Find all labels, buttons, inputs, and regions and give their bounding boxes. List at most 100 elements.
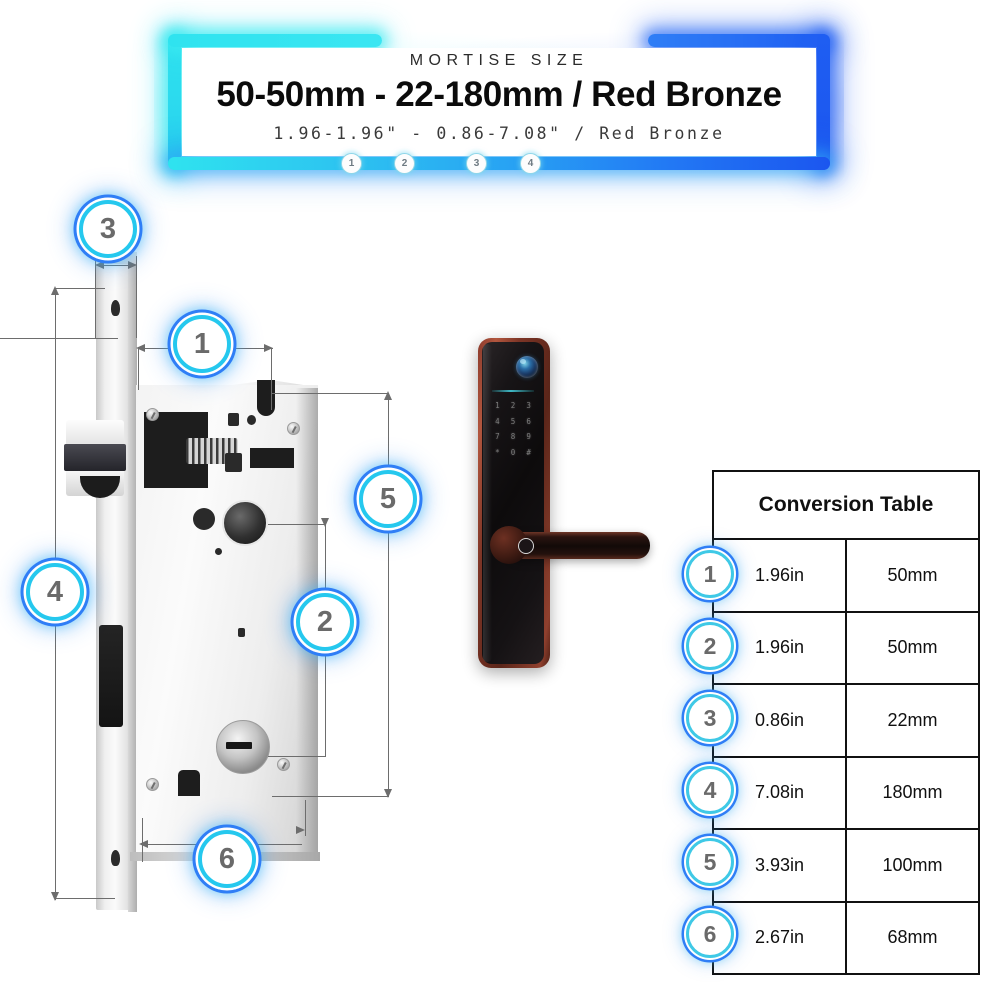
dim3-arrow-left [95,261,104,269]
body-detail-mark [238,628,245,637]
callout-5: 5 [359,470,417,528]
header-banner: MORTISE SIZE 50-50mm - 22-180mm / Red Br… [154,18,844,190]
cell-mm-5: 100mm [845,828,980,903]
callout-2: 2 [296,593,354,651]
dim2-arrow-top [321,518,329,527]
dim6-arrow-right [296,826,305,834]
dim3-leader [0,338,118,340]
banner-border-top-right [648,34,830,47]
banner-subhead: 1.96-1.96" - 0.86-7.08" / Red Bronze [273,124,725,143]
faceplate-strike-slot [99,625,123,727]
table-row: 3.93in 100mm [712,828,980,903]
banner-badge-4: 4 [520,153,541,174]
dim4-ext-top [55,288,105,290]
screw-bottom-left [146,778,159,791]
keypad-key-7[interactable]: 7 [495,432,500,442]
lock-faceplate-edge [128,252,137,912]
table-row: 1.96in 50mm [712,610,980,685]
keypad-key-hash[interactable]: # [526,448,531,458]
banner-eyebrow: MORTISE SIZE [409,52,589,69]
keypad-key-3[interactable]: 3 [526,400,531,410]
spindle-hole [222,500,268,546]
dim1-ext-right [271,348,273,410]
keypad-key-2[interactable]: 2 [510,400,516,410]
smart-lock-keypad: 1 2 3 4 5 6 7 8 9 * 0 # [490,398,536,460]
cell-inch-4: 7.08in [712,755,847,830]
dim6-arrow-left [139,840,148,848]
faceplate-screw-hole-bottom [111,850,120,866]
keypad-key-5[interactable]: 5 [510,416,516,426]
dim1-arrow-right [264,344,273,352]
conversion-table-title: Conversion Table [712,470,980,540]
row-badge-3: 3 [686,694,734,742]
dim4-arrow-bottom [51,892,59,901]
row-badge-4: 4 [686,766,734,814]
cell-mm-6: 68mm [845,900,980,975]
banner-border-bottom [168,157,830,170]
body-detail-round [193,508,215,530]
latch-bolt-curve [80,476,120,498]
body-detail-notch-a [228,413,239,426]
row-badge-6: 6 [686,910,734,958]
dim5-ext-bottom [272,796,389,798]
dim5-line [388,393,390,797]
keypad-key-star[interactable]: * [495,448,500,458]
screw-bottom-right [277,758,290,771]
banner-content: MORTISE SIZE 50-50mm - 22-180mm / Red Br… [182,48,816,156]
conversion-table: Conversion Table 1.96in 50mm 1.96in 50mm… [712,470,980,975]
cell-mm-2: 50mm [845,610,980,685]
cell-mm-4: 180mm [845,755,980,830]
banner-border-top-left [168,34,382,47]
fingerprint-reader-icon[interactable] [518,538,534,554]
cell-inch-2: 1.96in [712,610,847,685]
screw-top-left [146,408,159,421]
cell-inch-3: 0.86in [712,683,847,758]
dim3-tick-left [95,256,97,338]
key-cylinder-slot [226,742,252,749]
body-detail-square [225,453,242,472]
keypad-key-9[interactable]: 9 [526,432,531,442]
deadbolt-top [257,380,275,416]
dim1-ext-left [138,348,140,390]
latch-bolt-shadow [64,444,126,471]
keypad-key-6[interactable]: 6 [526,416,531,426]
dim4-ext-bottom [55,898,115,900]
callout-4: 4 [26,563,84,621]
dim2-ext-bottom [268,756,326,758]
dim4-arrow-top [51,286,59,295]
keypad-key-4[interactable]: 4 [495,416,500,426]
cell-mm-1: 50mm [845,538,980,613]
table-row: 7.08in 180mm [712,755,980,830]
smart-lock-product-image: 1 2 3 4 5 6 7 8 9 * 0 # [470,338,670,678]
faceplate-screw-hole-top [111,300,120,316]
deadbolt-slot [250,448,294,468]
keypad-key-1[interactable]: 1 [495,400,500,410]
cell-mm-3: 22mm [845,683,980,758]
dim3-line [97,265,135,267]
row-badge-5: 5 [686,838,734,886]
cell-inch-1: 1.96in [712,538,847,613]
dim1-arrow-left [136,344,145,352]
dim3-tick-right [136,256,138,338]
conversion-table-wrapper: Conversion Table 1.96in 50mm 1.96in 50mm… [686,470,980,975]
body-bottom-cutout [178,770,200,796]
camera-lens-icon [516,356,538,378]
screw-top-right [287,422,300,435]
callout-1: 1 [173,315,231,373]
keypad-key-8[interactable]: 8 [510,432,516,442]
dim3-arrow-right [128,261,137,269]
table-row: 2.67in 68mm [712,900,980,975]
cell-inch-6: 2.67in [712,900,847,975]
dim5-ext-top [272,393,389,395]
body-detail-notch-b [247,415,256,425]
smart-lock-accent-line [492,390,534,392]
dim2-ext-top [268,524,326,526]
banner-border-right [817,34,830,170]
smart-lock-highlight [483,344,492,662]
banner-badge-1: 1 [341,153,362,174]
dim6-ext-right [305,800,307,836]
keypad-key-0[interactable]: 0 [510,448,516,458]
banner-headline: 50-50mm - 22-180mm / Red Bronze [216,75,782,114]
dim5-arrow-top [384,391,392,400]
